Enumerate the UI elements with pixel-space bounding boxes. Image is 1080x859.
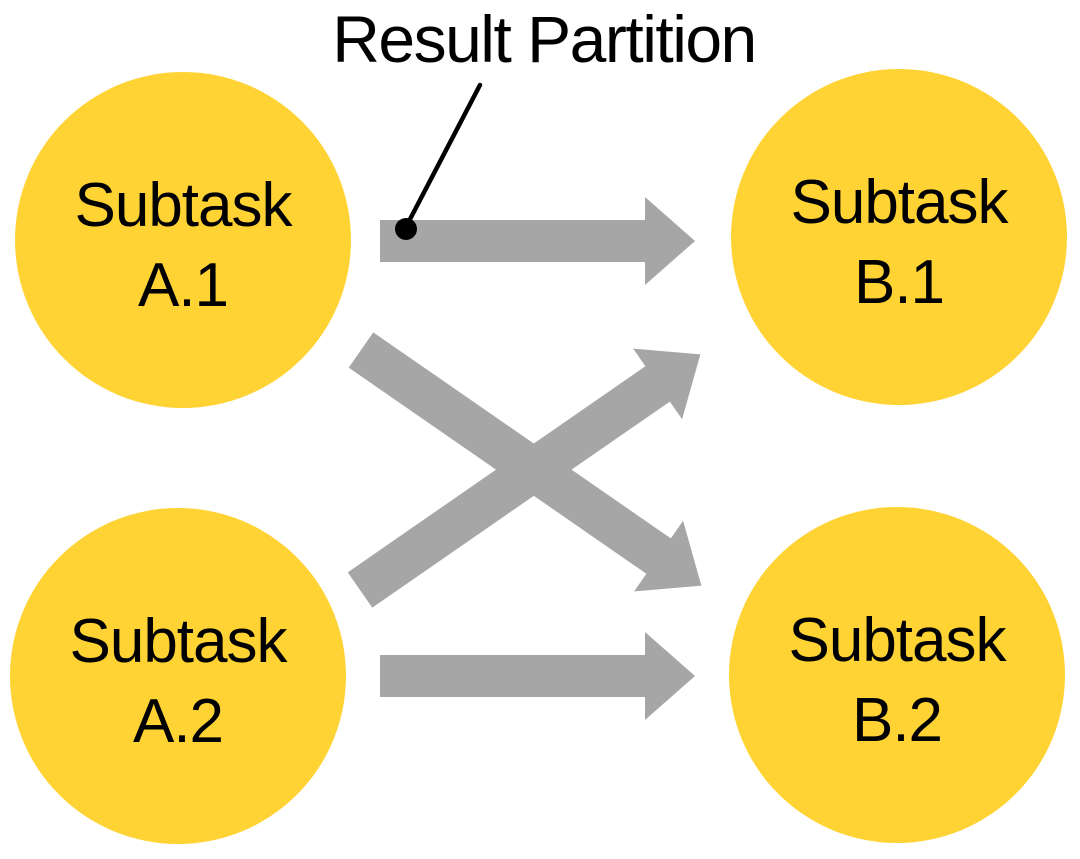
node-label-line2: A.1: [138, 251, 228, 320]
arrow-shape: [380, 197, 695, 285]
node-circle: [15, 72, 351, 408]
node-circle: [729, 507, 1065, 843]
diagram-title: Result Partition: [332, 2, 756, 76]
node-subtask-b1: Subtask B.1: [731, 69, 1067, 405]
node-circle: [731, 69, 1067, 405]
edge-a2-b1-arrow: [347, 348, 701, 608]
node-label-line2: A.2: [133, 687, 223, 756]
node-label-line1: Subtask: [69, 607, 288, 676]
node-label-line1: Subtask: [788, 606, 1007, 675]
callout-dot: [395, 218, 417, 240]
node-label-line1: Subtask: [74, 171, 293, 240]
node-subtask-a1: Subtask A.1: [15, 72, 351, 408]
node-subtask-b2: Subtask B.2: [729, 507, 1065, 843]
node-label-line1: Subtask: [790, 168, 1009, 237]
node-label-line2: B.1: [854, 248, 944, 317]
edge-a1-b1-arrow: [380, 197, 695, 285]
edge-a2-b2-arrow: [380, 632, 695, 720]
arrow-shape: [380, 632, 695, 720]
node-circle: [10, 508, 346, 844]
callout-line: [404, 82, 483, 228]
node-subtask-a2: Subtask A.2: [10, 508, 346, 844]
node-label-line2: B.2: [852, 686, 942, 755]
arrow-shape: [347, 348, 701, 608]
